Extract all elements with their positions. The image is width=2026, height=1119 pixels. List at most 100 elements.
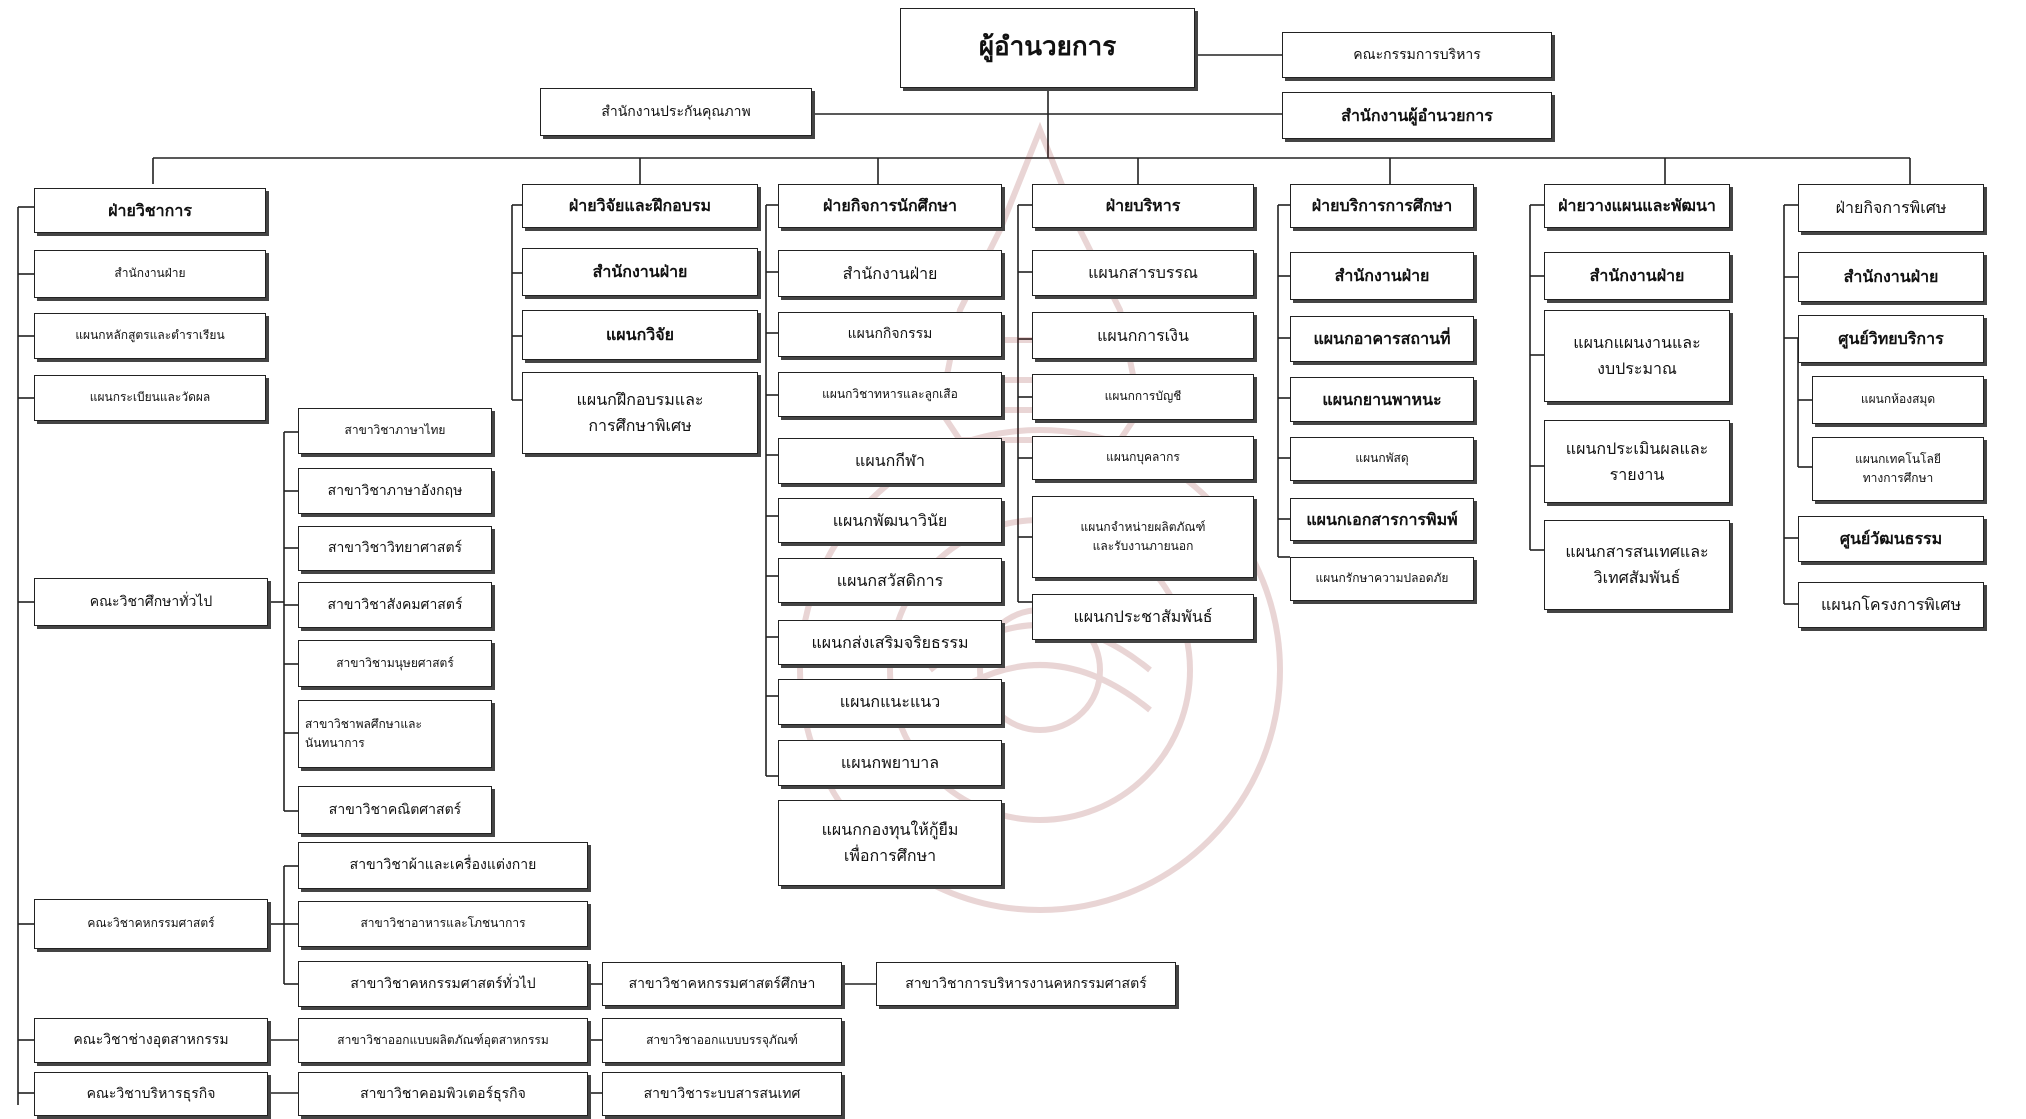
- edu-technology-dept-box: แผนกเทคโนโลยี ทางการศึกษา: [1812, 437, 1984, 501]
- training-dept-label: แผนกฝึกอบรมและ การศึกษาพิเศษ: [576, 390, 704, 435]
- discipline-dept-label: แผนกพัฒนาวินัย: [832, 510, 948, 530]
- textiles-subject-box: สาขาวิชาผ้าและเครื่องแต่งกาย: [298, 842, 588, 889]
- personnel-dept-box: แผนกบุคลากร: [1032, 436, 1254, 480]
- library-dept-box: แผนกห้องสมุด: [1812, 376, 1984, 424]
- academic-head-label: ฝ่ายวิชาการ: [108, 200, 192, 220]
- evaluation-dept-label: แผนกประเมินผลและ รายงาน: [1565, 438, 1709, 484]
- academic-office-box: สำนักงานฝ่าย: [34, 250, 266, 298]
- business-faculty-box: คณะวิชาบริหารธุรกิจ: [34, 1072, 268, 1116]
- quality-office-label: สำนักงานประกันคุณภาพ: [601, 103, 751, 120]
- physical-education-subject-label: สาขาวิชาพลศึกษาและ นันทนาการ: [305, 716, 422, 750]
- evaluation-dept-box: แผนกประเมินผลและ รายงาน: [1544, 420, 1730, 503]
- research-office-label: สำนักงานฝ่าย: [592, 262, 688, 282]
- physical-education-subject-box: สาขาวิชาพลศึกษาและ นันทนาการ: [298, 700, 492, 768]
- board-box: คณะกรรมการบริหาร: [1282, 32, 1552, 78]
- finance-dept-label: แผนกการเงิน: [1097, 325, 1189, 345]
- planning-office-box: สำนักงานฝ่าย: [1544, 252, 1730, 300]
- mathematics-subject-label: สาขาวิชาคณิตศาสตร์: [328, 801, 462, 818]
- food-nutrition-subject-label: สาขาวิชาอาหารและโภชนาการ: [360, 916, 526, 931]
- general-home-economics-subject-label: สาขาวิชาคหกรรมศาสตร์ทั่วไป: [350, 975, 536, 992]
- research-office-box: สำนักงานฝ่าย: [522, 248, 758, 296]
- nursing-dept-label: แผนกพยาบาล: [840, 753, 940, 773]
- food-nutrition-subject-box: สาขาวิชาอาหารและโภชนาการ: [298, 901, 588, 947]
- learning-resource-center-box: ศูนย์วิทยบริการ: [1798, 315, 1984, 363]
- vehicles-dept-label: แผนกยานพาหนะ: [1322, 389, 1442, 409]
- humanities-subject-box: สาขาวิชามนุษยศาสตร์: [298, 640, 492, 687]
- edu-technology-dept-label: แผนกเทคโนโลยี ทางการศึกษา: [1855, 451, 1941, 485]
- supplies-dept-box: แผนกพัสดุ: [1290, 437, 1474, 481]
- director-label: ผู้อำนวยการ: [978, 32, 1117, 63]
- welfare-dept-label: แผนกสวัสดิการ: [836, 570, 944, 590]
- academic-office-label: สำนักงานฝ่าย: [114, 266, 186, 281]
- supplies-dept-label: แผนกพัสดุ: [1355, 451, 1409, 466]
- security-dept-label: แผนกรักษาความปลอดภัย: [1315, 571, 1449, 586]
- guidance-dept-box: แผนกแนะแนว: [778, 679, 1002, 725]
- special-affairs-head-label: ฝ่ายกิจการพิเศษ: [1835, 198, 1947, 218]
- planning-division-head: ฝ่ายวางแผนและพัฒนา: [1544, 184, 1730, 228]
- science-subject-box: สาขาวิชาวิทยาศาสตร์: [298, 526, 492, 571]
- packaging-design-subject-box: สาขาวิชาออกแบบบรรจุภัณฑ์: [602, 1018, 842, 1063]
- student-affairs-division-head: ฝ่ายกิจการนักศึกษา: [778, 184, 1002, 228]
- military-scout-dept-box: แผนกวิชาทหารและลูกเสือ: [778, 372, 1002, 417]
- security-dept-box: แผนกรักษาความปลอดภัย: [1290, 557, 1474, 601]
- welfare-dept-box: แผนกสวัสดิการ: [778, 558, 1002, 603]
- printing-dept-box: แผนกเอกสารการพิมพ์: [1290, 498, 1474, 541]
- home-economics-education-label: สาขาวิชาคหกรรมศาสตร์ศึกษา: [628, 975, 816, 992]
- research-head-label: ฝ่ายวิจัยและฝึกอบรม: [568, 196, 712, 216]
- information-dept-label: แผนกสารสนเทศและ วิเทศสัมพันธ์: [1565, 542, 1709, 587]
- social-science-subject-label: สาขาวิชาสังคมศาสตร์: [327, 596, 463, 613]
- ethics-dept-label: แผนกส่งเสริมจริยธรรม: [811, 632, 969, 652]
- guidance-dept-label: แผนกแนะแนว: [839, 692, 941, 712]
- curriculum-dept-label: แผนกหลักสูตรและตำราเรียน: [75, 328, 225, 343]
- board-label: คณะกรรมการบริหาร: [1353, 46, 1481, 63]
- home-economics-admin-label: สาขาวิชาการบริหารงานคหกรรมศาสตร์: [905, 975, 1147, 992]
- research-dept-box: แผนกวิจัย: [522, 310, 758, 360]
- personnel-dept-label: แผนกบุคลากร: [1106, 450, 1180, 465]
- budget-dept-box: แผนกแผนงานและ งบประมาณ: [1544, 310, 1730, 402]
- administration-head-label: ฝ่ายบริหาร: [1105, 196, 1181, 216]
- thai-subject-box: สาขาวิชาภาษาไทย: [298, 408, 492, 454]
- cultural-center-label: ศูนย์วัฒนธรรม: [1839, 529, 1943, 549]
- english-subject-label: สาขาวิชาภาษาอังกฤษ: [327, 482, 463, 499]
- research-division-head: ฝ่ายวิจัยและฝึกอบรม: [522, 184, 758, 228]
- planning-office-label: สำนักงานฝ่าย: [1589, 266, 1685, 286]
- public-relations-dept-box: แผนกประชาสัมพันธ์: [1032, 594, 1254, 640]
- accounting-dept-box: แผนกการบัญชี: [1032, 374, 1254, 420]
- edu-services-office-label: สำนักงานฝ่าย: [1334, 266, 1430, 286]
- education-services-head-label: ฝ่ายบริการการศึกษา: [1311, 196, 1453, 216]
- sports-dept-box: แผนกกีฬา: [778, 438, 1002, 484]
- special-projects-dept-label: แผนกโครงการพิเศษ: [1821, 595, 1961, 615]
- humanities-subject-label: สาขาวิชามนุษยศาสตร์: [336, 655, 454, 670]
- student-loan-dept-box: แผนกกองทุนให้กู้ยืม เพื่อการศึกษา: [778, 800, 1002, 886]
- product-sales-dept-box: แผนกจำหน่ายผลิตภัณฑ์ และรับงานภายนอก: [1032, 496, 1254, 578]
- thai-subject-label: สาขาวิชาภาษาไทย: [344, 423, 446, 438]
- information-systems-subject-label: สาขาวิชาระบบสารสนเทศ: [643, 1085, 801, 1102]
- industrial-design-subject-box: สาขาวิชาออกแบบผลิตภัณฑ์อุตสาหกรรม: [298, 1018, 588, 1063]
- research-dept-label: แผนกวิจัย: [605, 325, 675, 345]
- general-education-faculty-box: คณะวิชาศึกษาทั่วไป: [34, 578, 268, 626]
- planning-head-label: ฝ่ายวางแผนและพัฒนา: [1558, 196, 1716, 216]
- home-economics-faculty-label: คณะวิชาคหกรรมศาสตร์: [87, 916, 215, 931]
- vehicles-dept-box: แผนกยานพาหนะ: [1290, 377, 1474, 422]
- director-office-label: สำนักงานผู้อำนวยการ: [1341, 105, 1493, 125]
- sports-dept-label: แผนกกีฬา: [855, 451, 925, 471]
- registration-dept-label: แผนกระเบียนและวัดผล: [89, 390, 211, 405]
- student-loan-dept-label: แผนกกองทุนให้กู้ยืม เพื่อการศึกษา: [821, 820, 959, 865]
- finance-dept-box: แผนกการเงิน: [1032, 312, 1254, 359]
- curriculum-dept-box: แผนกหลักสูตรและตำราเรียน: [34, 313, 266, 359]
- general-education-faculty-label: คณะวิชาศึกษาทั่วไป: [89, 593, 213, 610]
- information-systems-subject-box: สาขาวิชาระบบสารสนเทศ: [602, 1072, 842, 1116]
- special-projects-dept-box: แผนกโครงการพิเศษ: [1798, 582, 1984, 628]
- home-economics-education-box: สาขาวิชาคหกรรมศาสตร์ศึกษา: [602, 962, 842, 1006]
- packaging-design-subject-label: สาขาวิชาออกแบบบรรจุภัณฑ์: [646, 1032, 798, 1047]
- business-computer-subject-box: สาขาวิชาคอมพิวเตอร์ธุรกิจ: [298, 1072, 588, 1116]
- general-home-economics-subject-box: สาขาวิชาคหกรรมศาสตร์ทั่วไป: [298, 961, 588, 1007]
- student-office-label: สำนักงานฝ่าย: [842, 263, 938, 283]
- mathematics-subject-box: สาขาวิชาคณิตศาสตร์: [298, 786, 492, 834]
- activities-dept-box: แผนกกิจกรรม: [778, 312, 1002, 357]
- library-dept-label: แผนกห้องสมุด: [1860, 392, 1936, 407]
- director-box: ผู้อำนวยการ: [900, 8, 1195, 88]
- science-subject-label: สาขาวิชาวิทยาศาสตร์: [327, 540, 463, 557]
